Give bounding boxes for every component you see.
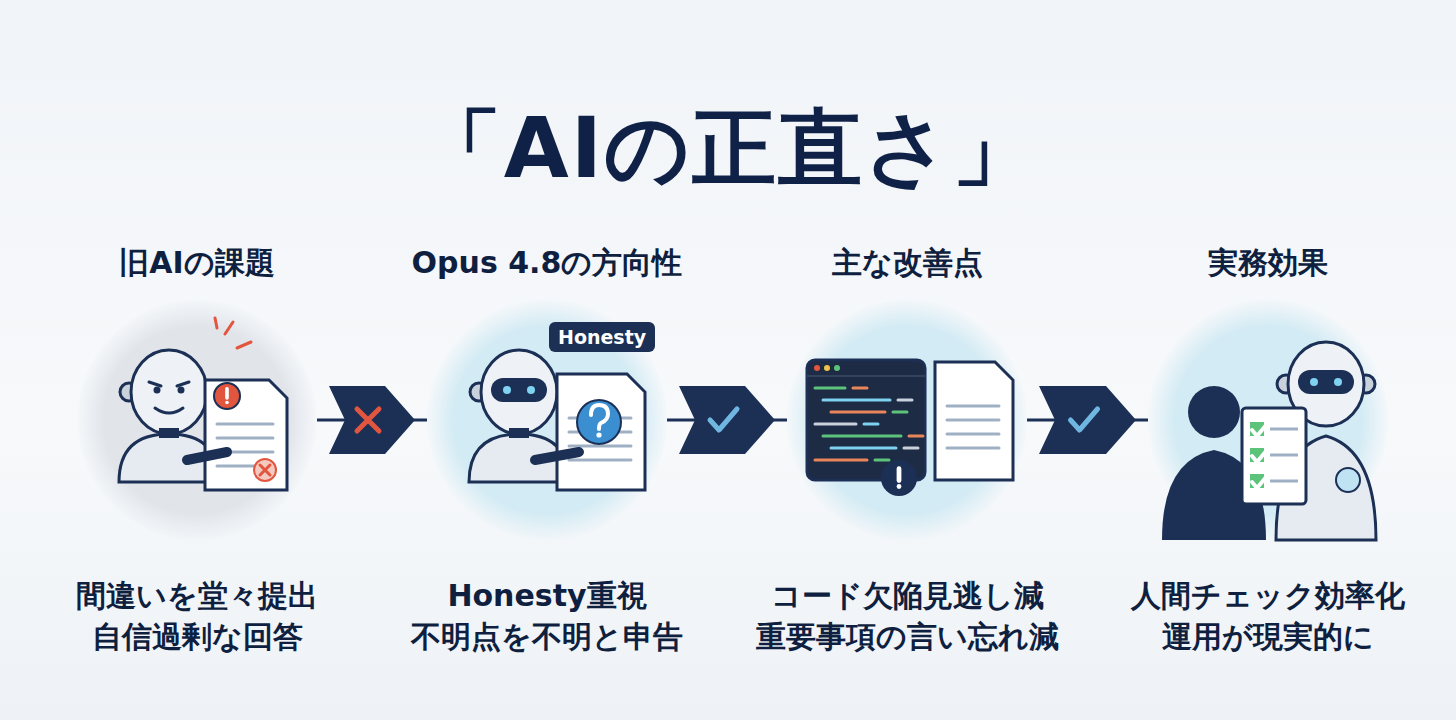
illustration	[787, 300, 1027, 540]
column-circle: 旧AIの課題間違いを堂々提出 自信過剰な回答	[77, 300, 317, 540]
column-circle: 実務効果人間チェック効率化 運用が現実的に	[1148, 300, 1388, 540]
chevron-arrow	[317, 386, 427, 454]
illustration	[77, 300, 317, 540]
badge-label: Honesty	[549, 322, 655, 352]
diagram-title: 「AIの正直さ」	[0, 92, 1456, 206]
chevron-arrow	[667, 386, 787, 454]
illustration	[1148, 300, 1388, 540]
column-caption: コード欠陥見逃し減 重要事項の言い忘れ減	[756, 576, 1059, 658]
column-heading: Opus 4.8の方向性	[412, 243, 683, 284]
column-caption: 間違いを堂々提出 自信過剰な回答	[76, 576, 318, 658]
column-heading: 主な改善点	[832, 243, 983, 284]
column-caption: Honesty重視 不明点を不明と申告	[411, 576, 683, 658]
column-circle: Opus 4.8の方向性Honesty重視 不明点を不明と申告Honesty	[427, 300, 667, 540]
column-caption: 人間チェック効率化 運用が現実的に	[1131, 576, 1405, 658]
column-heading: 実務効果	[1208, 243, 1328, 284]
column-circle: 主な改善点コード欠陥見逃し減 重要事項の言い忘れ減	[787, 300, 1027, 540]
column-heading: 旧AIの課題	[119, 243, 274, 284]
chevron-arrow	[1027, 386, 1148, 454]
